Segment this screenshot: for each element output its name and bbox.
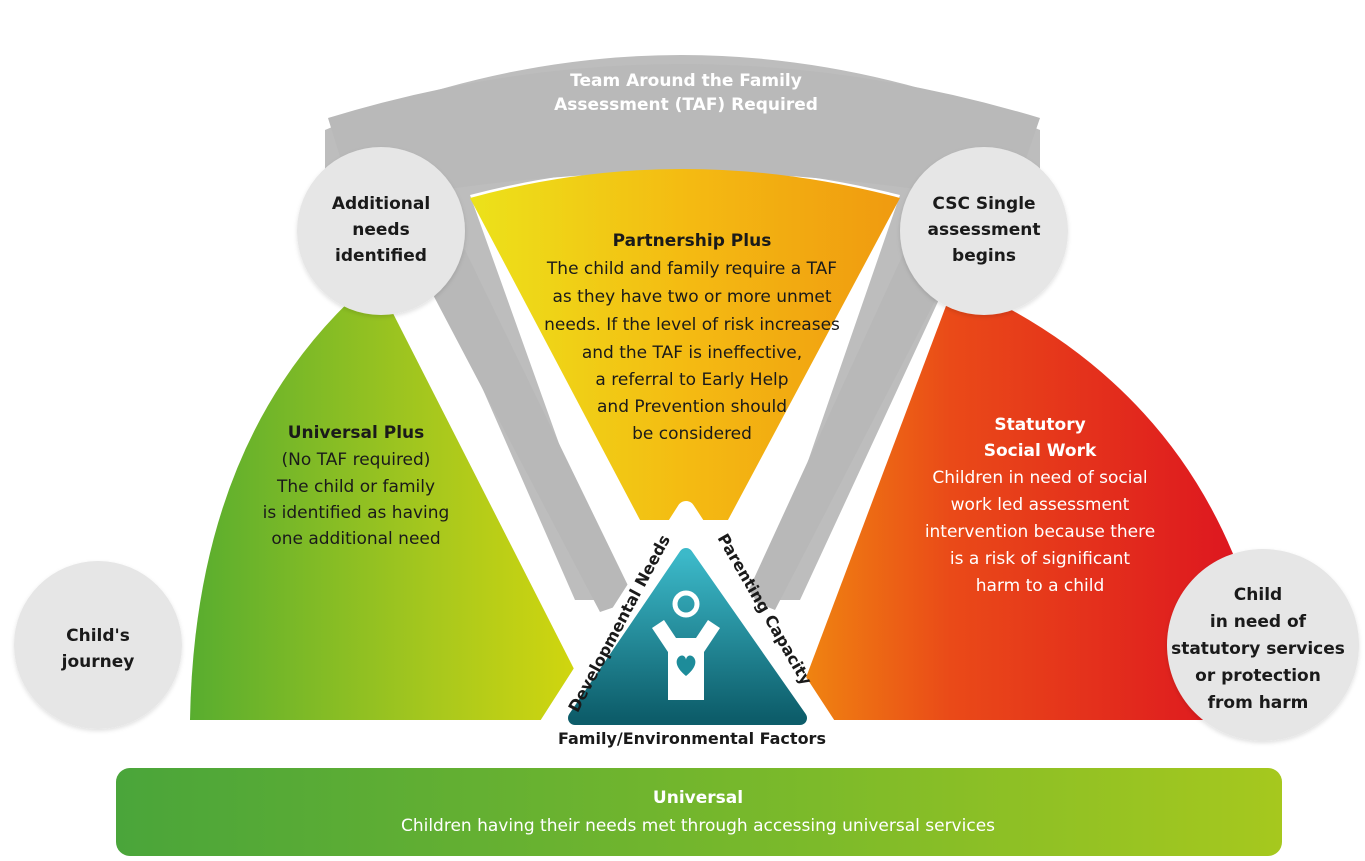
child-in-need-line-1: Child	[1234, 585, 1282, 605]
universal-plus-line-1: (No TAF required)	[282, 450, 431, 470]
taf-line-1: Team Around the Family	[570, 71, 802, 91]
journey-line-1: Child's	[66, 626, 130, 646]
additional-line-1: Additional	[332, 194, 430, 214]
universal-plus-title: Universal Plus	[288, 423, 425, 443]
taf-line-2: Assessment (TAF) Required	[554, 95, 818, 115]
additional-line-3: identified	[335, 246, 427, 266]
left-spoke	[420, 250, 635, 612]
statutory-segment	[790, 282, 1250, 720]
taf-arc-band	[328, 64, 1040, 205]
child-in-need-line-4: or protection	[1195, 666, 1321, 686]
csc-line-3: begins	[952, 246, 1016, 266]
center-triangle	[568, 548, 807, 725]
csc-line-2: assessment	[928, 220, 1041, 240]
statutory-line-3: intervention because there	[925, 522, 1155, 542]
partnership-line-5: a referral to Early Help	[595, 370, 788, 390]
additional-line-2: needs	[352, 220, 409, 240]
statutory-title-2: Social Work	[984, 441, 1097, 461]
universal-plus-line-2: The child or family	[276, 477, 435, 497]
universal-plus-line-3: is identified as having	[263, 503, 450, 523]
child-in-need-line-3: statutory services	[1171, 639, 1345, 659]
partnership-line-7: be considered	[632, 424, 752, 444]
universal-title: Universal	[653, 788, 743, 808]
partnership-line-6: and Prevention should	[597, 397, 787, 417]
partnership-line-4: and the TAF is ineffective,	[582, 343, 802, 363]
universal-plus-segment	[190, 278, 600, 720]
taf-arc	[325, 55, 1040, 600]
circle-additional-needs	[297, 147, 465, 315]
statutory-title-1: Statutory	[994, 415, 1085, 435]
child-in-need-line-5: from harm	[1208, 693, 1309, 713]
partnership-title: Partnership Plus	[613, 231, 772, 251]
partnership-line-3: needs. If the level of risk increases	[544, 315, 840, 335]
circle-csc-single	[900, 147, 1068, 315]
partnership-line-1: The child and family require a TAF	[546, 259, 837, 279]
child-heart-icon	[652, 590, 720, 700]
universal-text: Children having their needs met through …	[401, 816, 995, 836]
right-spoke	[745, 250, 952, 610]
partnership-segment	[470, 169, 900, 520]
universal-bar	[116, 768, 1282, 856]
circle-childs-journey	[14, 561, 182, 729]
statutory-line-5: harm to a child	[976, 576, 1105, 596]
universal-plus-line-4: one additional need	[271, 529, 440, 549]
statutory-line-1: Children in need of social	[932, 468, 1147, 488]
partnership-line-2: as they have two or more unmet	[553, 287, 832, 307]
statutory-line-4: is a risk of significant	[950, 549, 1131, 569]
csc-line-1: CSC Single	[932, 194, 1035, 214]
circle-child-in-need	[1167, 549, 1359, 741]
journey-line-2: journey	[61, 652, 135, 672]
statutory-line-2: work led assessment	[951, 495, 1130, 515]
child-in-need-line-2: in need of	[1210, 612, 1307, 632]
triangle-bottom-label: Family/Environmental Factors	[558, 729, 826, 748]
